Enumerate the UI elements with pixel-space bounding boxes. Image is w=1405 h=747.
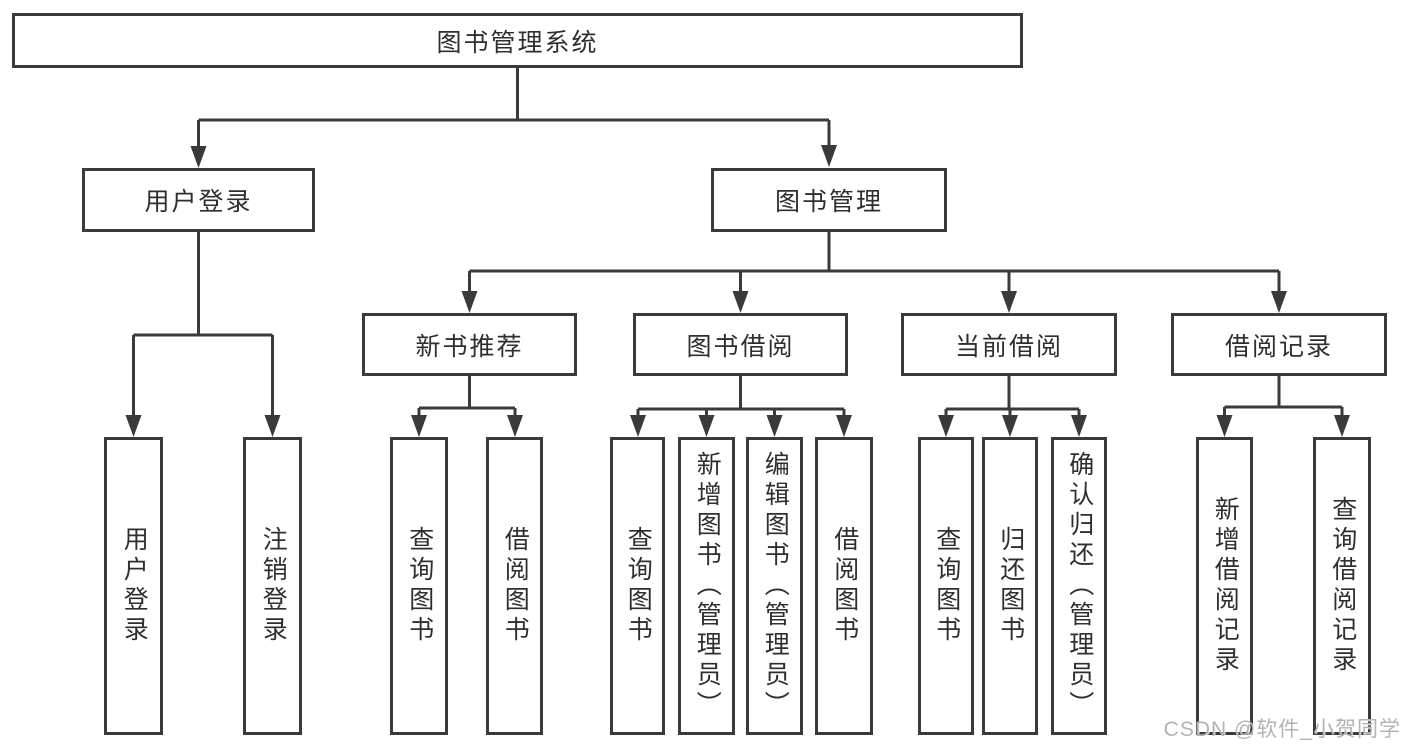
leaf-newbook-query: 查询图书 <box>390 437 448 735</box>
leaf-logout-label: 注销登录 <box>259 526 288 646</box>
leaf-add-borrow-record: 新增借阅记录 <box>1196 437 1253 735</box>
leaf-newbook-borrow: 借阅图书 <box>486 437 543 735</box>
leaf-current-query-label: 查询图书 <box>932 526 961 646</box>
leaf-newbook-borrow-label: 借阅图书 <box>501 526 530 646</box>
leaf-newbook-query-label: 查询图书 <box>405 526 434 646</box>
connector-current-to-leaves <box>938 376 1087 437</box>
leaf-return-book: 归还图书 <box>982 437 1038 735</box>
leaf-borrow-add-admin-label: 新增图书（管理员） <box>693 451 722 721</box>
connector-current-lines <box>944 376 1081 421</box>
connector-borrow-to-leaves <box>630 376 852 437</box>
node-borrow-records: 借阅记录 <box>1171 313 1387 376</box>
leaf-borrow-book-label: 借阅图书 <box>830 526 859 646</box>
leaf-borrow-query: 查询图书 <box>610 437 665 735</box>
node-new-book-recommend: 新书推荐 <box>362 313 577 376</box>
leaf-user-login-label: 用户登录 <box>120 526 149 646</box>
node-library-system: 图书管理系统 <box>12 13 1023 68</box>
leaf-query-borrow-record-label: 查询借阅记录 <box>1328 496 1357 676</box>
node-user-login: 用户登录 <box>82 168 315 232</box>
leaf-logout: 注销登录 <box>243 437 302 735</box>
leaf-add-borrow-record-label: 新增借阅记录 <box>1211 496 1240 676</box>
connector-records-to-leaves <box>1216 376 1350 437</box>
connector-newbook-lines <box>417 376 517 421</box>
leaf-confirm-return-admin-label: 确认归还（管理员） <box>1065 451 1094 721</box>
connector-bookmgmt-to-level3 <box>461 232 1287 313</box>
connector-borrow-lines <box>636 376 846 421</box>
connector-newbook-arrowheads <box>411 415 523 437</box>
connector-records-lines <box>1223 376 1344 421</box>
leaf-borrow-add-admin: 新增图书（管理员） <box>678 437 735 735</box>
leaf-confirm-return-admin: 确认归还（管理员） <box>1051 437 1107 735</box>
csdn-watermark: CSDN @软件_小贺同学 <box>1163 718 1401 741</box>
leaf-current-query: 查询图书 <box>918 437 974 735</box>
leaf-query-borrow-record: 查询借阅记录 <box>1313 437 1371 735</box>
node-current-borrow: 当前借阅 <box>901 313 1117 376</box>
node-book-management: 图书管理 <box>711 168 947 232</box>
connector-root-to-level2 <box>190 68 837 168</box>
leaf-borrow-book: 借阅图书 <box>815 437 873 735</box>
connector-records-arrowheads <box>1216 415 1350 437</box>
connector-bookmgmt-lines <box>468 232 1281 297</box>
leaf-borrow-edit-admin: 编辑图书（管理员） <box>746 437 803 735</box>
connector-borrow-arrowheads <box>630 415 852 437</box>
connector-root-arrowheads <box>190 145 837 168</box>
connector-root-lines <box>197 68 831 152</box>
connector-userlogin-arrowheads <box>125 415 281 437</box>
node-book-borrow: 图书借阅 <box>633 313 848 376</box>
leaf-borrow-query-label: 查询图书 <box>624 526 653 646</box>
connector-newbook-to-leaves <box>411 376 523 437</box>
connector-userlogin-to-leaves <box>125 232 281 437</box>
connector-bookmgmt-arrowheads <box>461 291 1287 313</box>
leaf-user-login: 用户登录 <box>104 437 163 735</box>
connector-userlogin-lines <box>132 232 274 421</box>
connector-current-arrowheads <box>938 415 1087 437</box>
leaf-return-book-label: 归还图书 <box>996 526 1025 646</box>
leaf-borrow-edit-admin-label: 编辑图书（管理员） <box>761 451 790 721</box>
